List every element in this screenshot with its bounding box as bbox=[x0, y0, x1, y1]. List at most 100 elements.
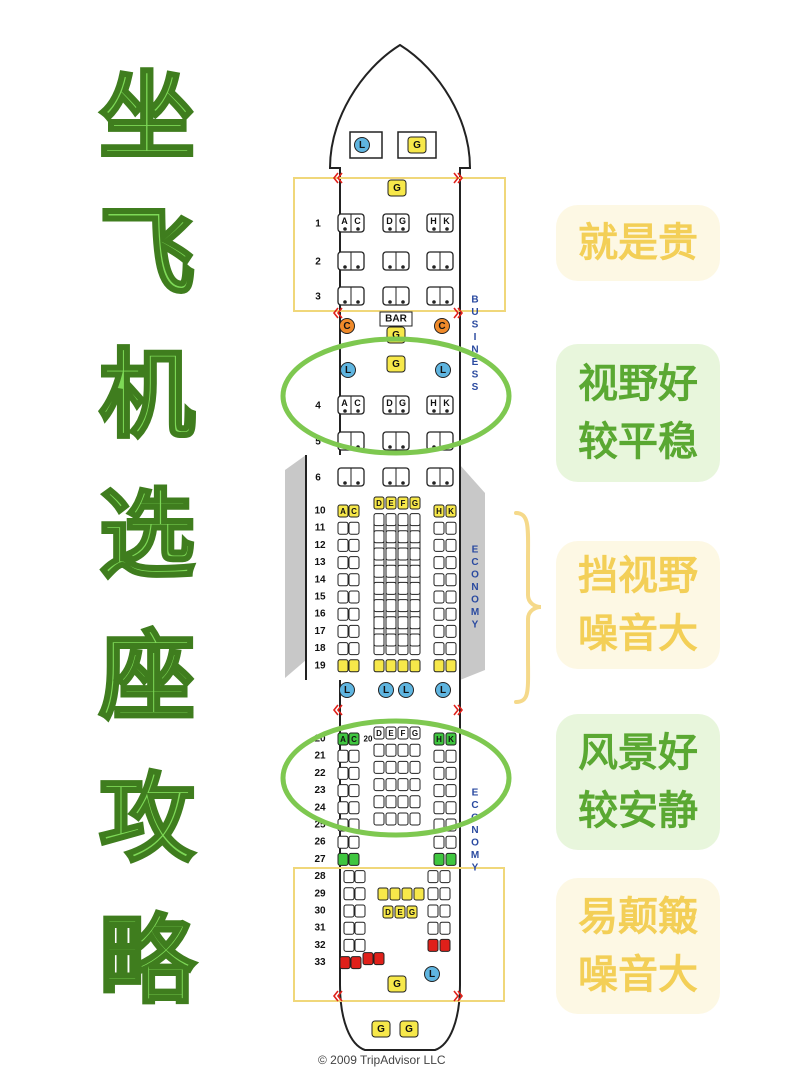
section-label-letter: N bbox=[471, 345, 478, 356]
lavatory-icon-label: L bbox=[429, 969, 435, 980]
economy-seat bbox=[427, 887, 439, 901]
economy-seat bbox=[385, 633, 397, 647]
economy-seat bbox=[445, 732, 457, 746]
business-seat-right-dot bbox=[445, 227, 449, 231]
economy-seat bbox=[337, 642, 349, 656]
economy-seat bbox=[433, 642, 445, 656]
economy-seat bbox=[373, 778, 385, 792]
business-seat-left-dot bbox=[343, 409, 347, 413]
exit-right-icon bbox=[453, 172, 464, 184]
economy-seat bbox=[433, 556, 445, 570]
galley-icon bbox=[387, 179, 407, 197]
tag-1: 就是贵 bbox=[556, 205, 720, 281]
title-char: 飞 bbox=[98, 197, 197, 310]
economy-seat bbox=[409, 547, 421, 561]
business-seat-left-dot bbox=[343, 481, 347, 485]
economy-seat bbox=[348, 659, 360, 673]
section-label-letter: O bbox=[471, 595, 479, 606]
exit-right-icon bbox=[453, 990, 464, 1002]
economy-seat-letter: E bbox=[388, 499, 394, 508]
economy-seat bbox=[337, 590, 349, 604]
row-number: 17 bbox=[314, 626, 326, 637]
economy-seat-letter: G bbox=[412, 729, 418, 738]
economy-seat bbox=[397, 599, 409, 613]
economy-seat bbox=[343, 938, 355, 952]
economy-seat bbox=[354, 921, 366, 935]
economy-seat bbox=[382, 905, 394, 919]
economy-seat bbox=[445, 590, 457, 604]
section-label-letter: C bbox=[471, 557, 478, 568]
economy-seat bbox=[445, 852, 457, 866]
economy-seat-letter: A bbox=[340, 735, 346, 744]
economy-seat bbox=[409, 778, 421, 792]
business-seat-center-dot bbox=[401, 409, 405, 413]
economy-seat bbox=[339, 956, 351, 970]
economy-seat bbox=[433, 659, 445, 673]
galley-icon bbox=[407, 136, 427, 154]
economy-seat bbox=[433, 607, 445, 621]
exit-left-icon bbox=[332, 704, 343, 716]
row-number: 10 bbox=[314, 506, 326, 517]
first-rows-box bbox=[293, 177, 506, 312]
section-label-letter: E bbox=[472, 357, 479, 368]
lavatory-icon bbox=[354, 137, 370, 153]
galley-icon-label: G bbox=[392, 330, 400, 341]
economy-seat bbox=[397, 743, 409, 757]
economy-seat bbox=[354, 938, 366, 952]
business-seat-right-letter: K bbox=[443, 216, 450, 226]
section-label-letter: U bbox=[471, 307, 478, 318]
galley-icon bbox=[387, 975, 407, 993]
economy-seat bbox=[427, 870, 439, 884]
section-label-letter: M bbox=[471, 850, 479, 861]
galley-icon-label: G bbox=[393, 979, 401, 990]
economy-seat bbox=[409, 812, 421, 826]
business-seat-left-letter: C bbox=[354, 216, 361, 226]
economy-seat-letter: K bbox=[448, 507, 454, 516]
row-number: 13 bbox=[314, 557, 326, 568]
business-seat-center-letter: G bbox=[399, 216, 406, 226]
business-seat-right-dot bbox=[432, 409, 436, 413]
economy-seat bbox=[337, 556, 349, 570]
economy-seat bbox=[377, 887, 389, 901]
economy-seat bbox=[385, 496, 397, 510]
tag-line: 视野好 bbox=[578, 361, 698, 407]
economy-seat bbox=[433, 504, 445, 518]
tag-4: 风景好较安静 bbox=[556, 714, 720, 850]
business-seat-right-dot bbox=[445, 300, 449, 304]
closet-icon-label: C bbox=[438, 321, 445, 332]
lavatory-icon-label: L bbox=[345, 365, 351, 376]
left-wing bbox=[285, 455, 306, 678]
tag-5: 易颠簸噪音大 bbox=[556, 878, 720, 1014]
business-seat-center-dot bbox=[401, 300, 405, 304]
economy-seat bbox=[433, 590, 445, 604]
section-label-letter: S bbox=[472, 320, 479, 331]
economy-seat bbox=[433, 766, 445, 780]
lavatory-icon bbox=[378, 682, 394, 698]
row-number: 25 bbox=[314, 820, 326, 831]
lavatory-icon bbox=[435, 682, 451, 698]
tag-2: 视野好较平稳 bbox=[556, 344, 720, 482]
economy-seat bbox=[445, 659, 457, 673]
economy-seat bbox=[373, 633, 385, 647]
economy-seat bbox=[373, 726, 385, 740]
economy-seat bbox=[348, 835, 360, 849]
economy-seat bbox=[397, 659, 409, 673]
galley-icon bbox=[386, 355, 406, 373]
business-seat-right-dot bbox=[432, 265, 436, 269]
economy-seat bbox=[409, 743, 421, 757]
economy-seat bbox=[348, 624, 360, 638]
section-label-letter: I bbox=[474, 332, 477, 343]
economy-seat bbox=[397, 581, 409, 595]
bar-box bbox=[379, 311, 413, 327]
galley-icon-label: G bbox=[405, 1024, 413, 1035]
economy-seat bbox=[445, 607, 457, 621]
tag-line: 噪音大 bbox=[578, 611, 698, 657]
economy-seat bbox=[433, 538, 445, 552]
row-number: 15 bbox=[314, 592, 326, 603]
tag-line: 就是贵 bbox=[578, 220, 698, 266]
nose-galley-box bbox=[397, 131, 437, 159]
economy-seat bbox=[385, 581, 397, 595]
economy-seat bbox=[385, 547, 397, 561]
lavatory-icon-label: L bbox=[440, 685, 446, 696]
business-seat-left-letter: C bbox=[354, 398, 361, 408]
